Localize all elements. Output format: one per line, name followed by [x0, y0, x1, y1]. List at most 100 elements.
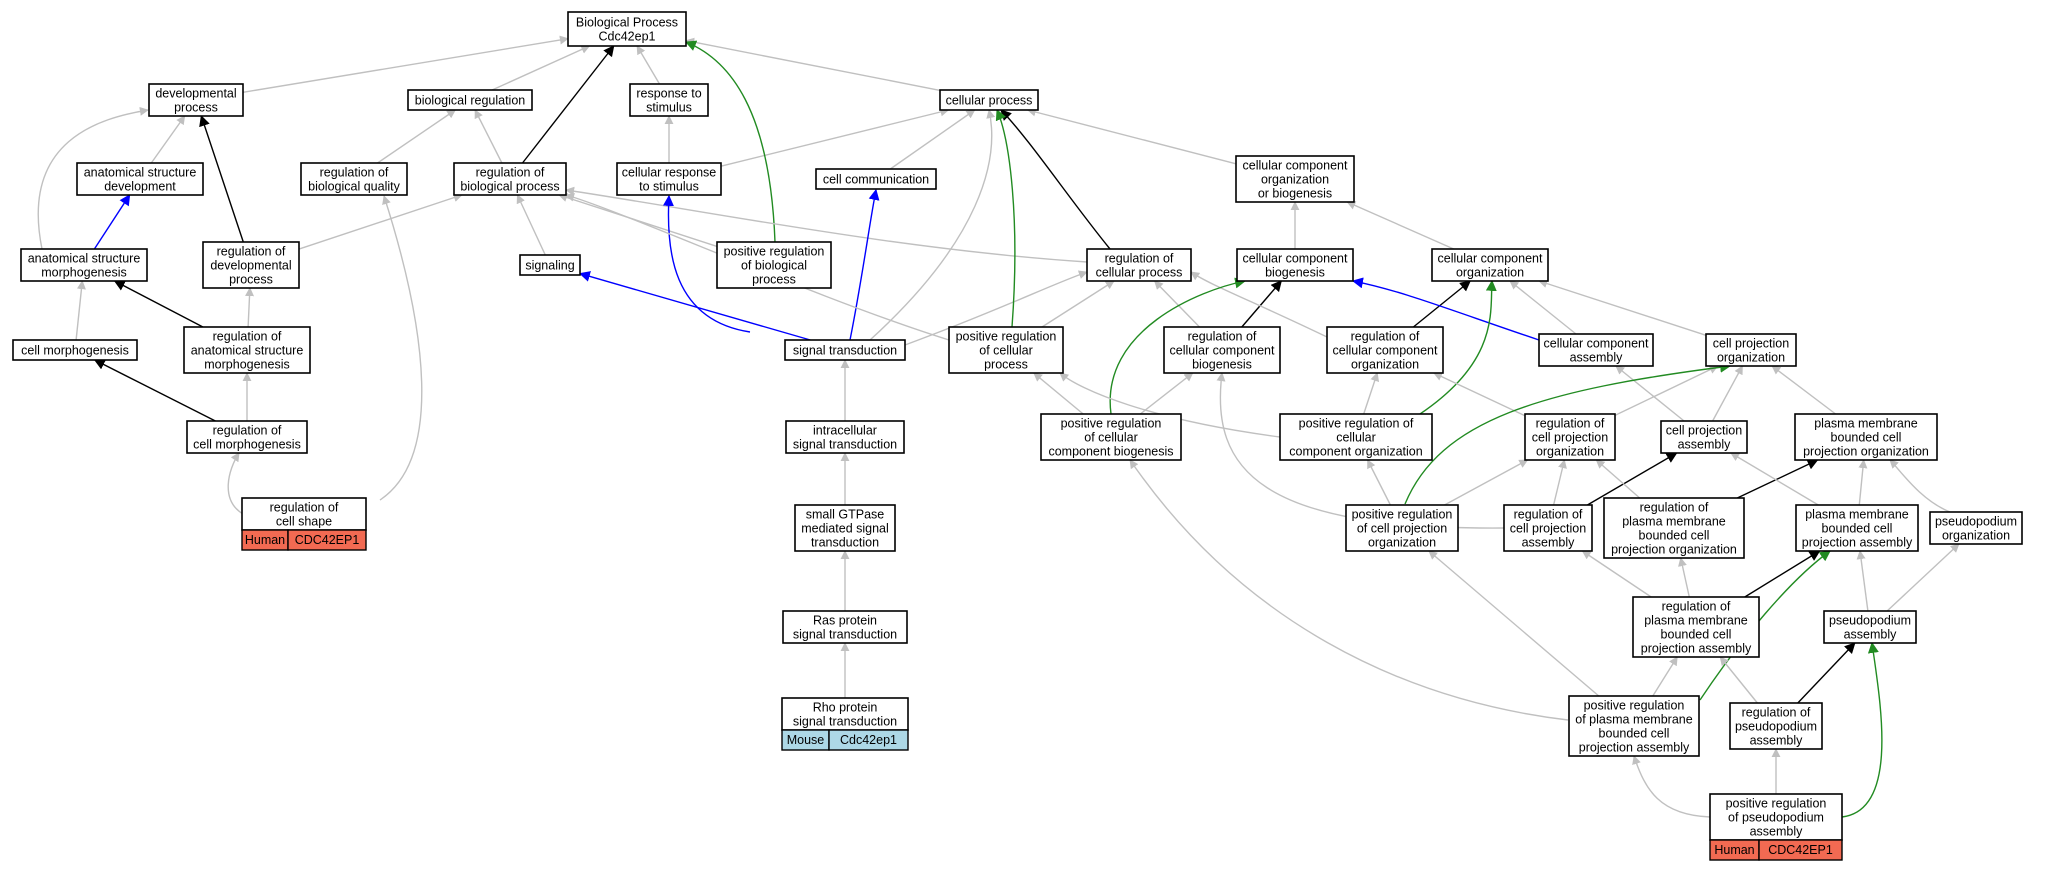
edge-cellresp-to-cellproc: [720, 107, 950, 167]
edge-posregcpo-to-cpo: [1404, 361, 1732, 505]
go-term-cellcomm[interactable]: cell communication: [815, 168, 937, 190]
go-term-label-line: biogenesis: [1265, 266, 1325, 280]
go-term-box: [1929, 511, 2023, 545]
annotation-gene-cell: [828, 729, 909, 751]
go-term-label-line: stimulus: [646, 101, 692, 115]
go-term-label-line: biological quality: [308, 180, 400, 194]
go-term-label-line: plasma membrane: [1814, 417, 1918, 431]
go-term-label-line: positive regulation: [1584, 699, 1685, 713]
edge-pseudoorg-to-pmbcpo: [1889, 459, 1951, 513]
edge-posregcpo-to-posregcco: [1366, 459, 1392, 506]
go-term-label-line: developmental: [155, 87, 236, 101]
go-term-label-line: regulation of: [270, 501, 339, 515]
edge-sigtrans-to-cellcomm: [849, 188, 880, 341]
edge-regcco-to-cco: [1412, 280, 1472, 328]
edge-regdev-to-dev: [199, 114, 244, 243]
edge-regdev-to-regbp: [298, 193, 463, 250]
go-term-box: [567, 11, 687, 47]
go-term-label-line: regulation of: [1536, 417, 1605, 431]
edge-cellcomm-to-cellproc: [889, 109, 976, 170]
go-term-label-line: cell projection: [1510, 522, 1586, 536]
go-term-box: [1503, 504, 1593, 552]
edge-cca-to-cco: [1509, 280, 1577, 335]
go-term-label-line: assembly: [1678, 438, 1732, 452]
go-term-label-line: positive regulation: [724, 245, 825, 259]
go-term-label-line: of pseudopodium: [1728, 811, 1824, 825]
go-term-label-line: organization: [1261, 173, 1329, 187]
go-term-label-line: Biological Process: [576, 16, 678, 30]
edge-posregcco-to-cco: [1419, 279, 1497, 415]
go-term-box: [1660, 420, 1748, 454]
go-term-sigtrans[interactable]: signal transduction: [784, 339, 906, 361]
go-term-posregcco[interactable]: positive regulation ofcellularcomponent …: [1279, 413, 1433, 461]
go-term-label-line: bounded cell: [1661, 628, 1732, 642]
go-term-box: [1524, 413, 1616, 461]
go-term-label-line: of cellular: [979, 344, 1033, 358]
edge-regcm-to-cellmorph: [93, 359, 216, 422]
go-term-bioreg[interactable]: biological regulation: [407, 89, 533, 111]
edge-cellproc-to-bp: [685, 37, 941, 92]
go-term-label-line: mediated signal: [801, 522, 889, 536]
go-term-label-line: anatomical structure: [28, 252, 141, 266]
go-term-label-line: signaling: [525, 259, 574, 273]
go-term-label-line: morphogenesis: [204, 358, 289, 372]
go-term-box: [1823, 610, 1917, 644]
go-term-label-line: assembly: [1522, 536, 1576, 550]
go-term-label-line: organization: [1456, 266, 1524, 280]
go-term-label-line: signal transduction: [793, 715, 897, 729]
go-term-label-line: positive regulation: [1352, 508, 1453, 522]
edge-posregcco-to-posregcp: [1059, 372, 1281, 438]
go-term-cellmorph[interactable]: cell morphogenesis: [12, 339, 138, 361]
go-term-cellproc[interactable]: cellular process: [939, 89, 1039, 111]
go-term-label-line: regulation of: [1188, 330, 1257, 344]
go-term-label-line: bounded cell: [1822, 522, 1893, 536]
go-term-label-line: morphogenesis: [41, 266, 126, 280]
go-term-box: [519, 254, 581, 276]
go-term-box: [407, 89, 533, 111]
edge-regpseudo-to-pseudoasm: [1797, 642, 1856, 704]
go-term-signaling[interactable]: signaling: [519, 254, 581, 276]
go-term-box: [1632, 596, 1760, 658]
